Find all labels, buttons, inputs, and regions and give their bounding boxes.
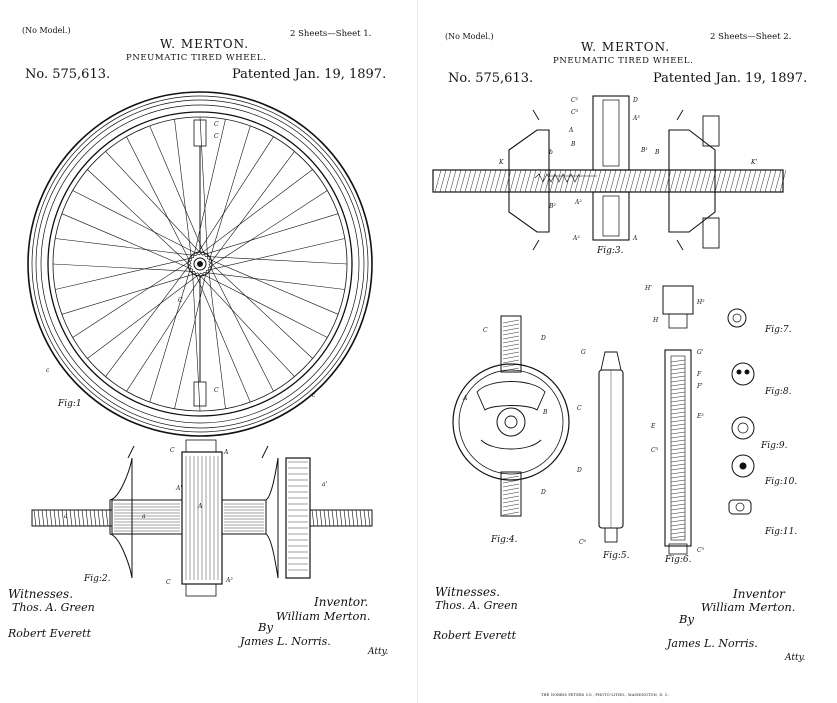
ref-letter: D [541, 489, 546, 496]
ref-letter: B [543, 409, 548, 416]
ref-letter: a [64, 513, 68, 520]
inventor-signature: William Merton. [276, 609, 371, 623]
ref-letter: G' [697, 349, 704, 356]
ref-letter: C⁵ [697, 547, 704, 554]
fig7-label: Fig:7. [765, 325, 792, 335]
ref-letter: D [633, 97, 638, 104]
fig3-label: Fig:3. [597, 246, 624, 256]
attorney-signature: James L. Norris. [240, 635, 331, 648]
ref-letter: F [697, 371, 702, 378]
ref-letter: K [499, 159, 504, 166]
sheet-count-label: 2 Sheets—Sheet 1. [290, 29, 372, 39]
small-detail-figures [727, 308, 755, 515]
witness-signature-1: Thos. A. Green [12, 601, 95, 614]
fig1-wheel-drawing [27, 91, 373, 437]
fig5-valve-exterior-drawing [598, 351, 624, 543]
patent-number: No. 575,613. [448, 71, 534, 86]
ref-letter: b [549, 149, 553, 156]
by-label: By [258, 620, 273, 634]
patent-sheet-1: (No Model.) 2 Sheets—Sheet 1. W. MERTON.… [0, 0, 418, 703]
fig9-label: Fig:9. [761, 441, 788, 451]
ref-letter: A² [575, 199, 582, 206]
ref-letter: C [170, 447, 175, 454]
patent-sheet-2: (No Model.) 2 Sheets—Sheet 2. W. MERTON.… [419, 0, 837, 703]
ref-letter: C³ [651, 447, 658, 454]
sheet-divider [417, 0, 418, 703]
ref-letter: C [214, 133, 219, 140]
inventor-heading: Inventor. [314, 595, 369, 609]
fig11-label: Fig:11. [765, 527, 798, 537]
ref-letter: G [581, 349, 586, 356]
fig5-label: Fig:5. [603, 551, 630, 561]
ref-letter: F' [697, 383, 703, 390]
ref-letter: A [224, 449, 229, 456]
ref-letter: B¹ [641, 147, 648, 154]
patent-date: Patented Jan. 19, 1897. [232, 67, 387, 82]
ref-letter: B [655, 149, 660, 156]
ref-letter: A² [226, 577, 233, 584]
ref-letter: A' [176, 485, 182, 492]
ref-letter: D [541, 335, 546, 342]
ref-letter: C [178, 297, 183, 304]
printer-imprint: THE NORRIS PETERS CO., PHOTO-LITHO., WAS… [541, 693, 669, 697]
ref-letter: B² [549, 203, 556, 210]
witnesses-heading: Witnesses. [435, 585, 501, 599]
ref-letter: C [214, 121, 219, 128]
witnesses-heading: Witnesses. [8, 587, 74, 601]
fig6-label: Fig:6. [665, 555, 692, 565]
witness-signature-2: Robert Everett [433, 629, 516, 642]
ref-letter: K' [751, 159, 758, 166]
ref-letter: A² [573, 235, 580, 242]
fig10-label: Fig:10. [765, 477, 798, 487]
fig2-hub-drawing [31, 439, 373, 597]
ref-letter: a [142, 513, 146, 520]
attorney-signature: James L. Norris. [667, 637, 758, 650]
patent-number: No. 575,613. [25, 67, 111, 82]
fig8-label: Fig:8. [765, 387, 792, 397]
ref-letter: C [214, 387, 219, 394]
ref-letter: H² [697, 299, 705, 306]
ref-letter: a' [322, 481, 328, 488]
fig3-hub-section-drawing [432, 95, 787, 251]
fig6-valve-section-drawing [662, 285, 694, 555]
ref-letter: C³ [571, 109, 578, 116]
inventor-signature: William Merton. [701, 600, 796, 614]
sheet-count-label: 2 Sheets—Sheet 2. [710, 32, 792, 42]
ref-letter: H' [645, 285, 652, 292]
fig2-label: Fig:2. [84, 574, 111, 584]
attorney-label: Atty. [368, 647, 389, 657]
patent-title: PNEUMATIC TIRED WHEEL. [553, 56, 694, 66]
ref-letter: A [198, 503, 203, 510]
fig4-valve-section-drawing [452, 315, 570, 517]
ref-letter: c [46, 367, 50, 374]
ref-letter: C⁶ [579, 539, 586, 546]
inventor-name-heading: W. MERTON. [160, 37, 250, 51]
ref-letter: A [633, 235, 638, 242]
patent-title: PNEUMATIC TIRED WHEEL. [126, 53, 267, 63]
ref-letter: E² [697, 413, 704, 420]
ref-letter: C² [571, 97, 578, 104]
attorney-label: Atty. [785, 653, 806, 663]
inventor-name-heading: W. MERTON. [581, 40, 671, 54]
witness-signature-2: Robert Everett [8, 627, 91, 640]
no-model-note: (No Model.) [22, 26, 71, 35]
no-model-note: (No Model.) [445, 32, 494, 41]
ref-letter: C [483, 327, 488, 334]
ref-letter: C [166, 579, 171, 586]
ref-letter: H [653, 317, 659, 324]
inventor-heading: Inventor [733, 587, 785, 601]
ref-letter: B [571, 141, 576, 148]
ref-letter: c [312, 392, 316, 399]
patent-date: Patented Jan. 19, 1897. [653, 71, 808, 86]
ref-letter: A³ [633, 115, 640, 122]
ref-letter: D [577, 467, 582, 474]
ref-letter: A [463, 395, 468, 402]
by-label: By [679, 612, 694, 626]
fig1-label: Fig:1 [58, 399, 82, 409]
fig4-label: Fig:4. [491, 535, 518, 545]
ref-letter: E [651, 423, 656, 430]
ref-letter: A [569, 127, 574, 134]
witness-signature-1: Thos. A. Green [435, 599, 518, 612]
ref-letter: C [577, 405, 582, 412]
